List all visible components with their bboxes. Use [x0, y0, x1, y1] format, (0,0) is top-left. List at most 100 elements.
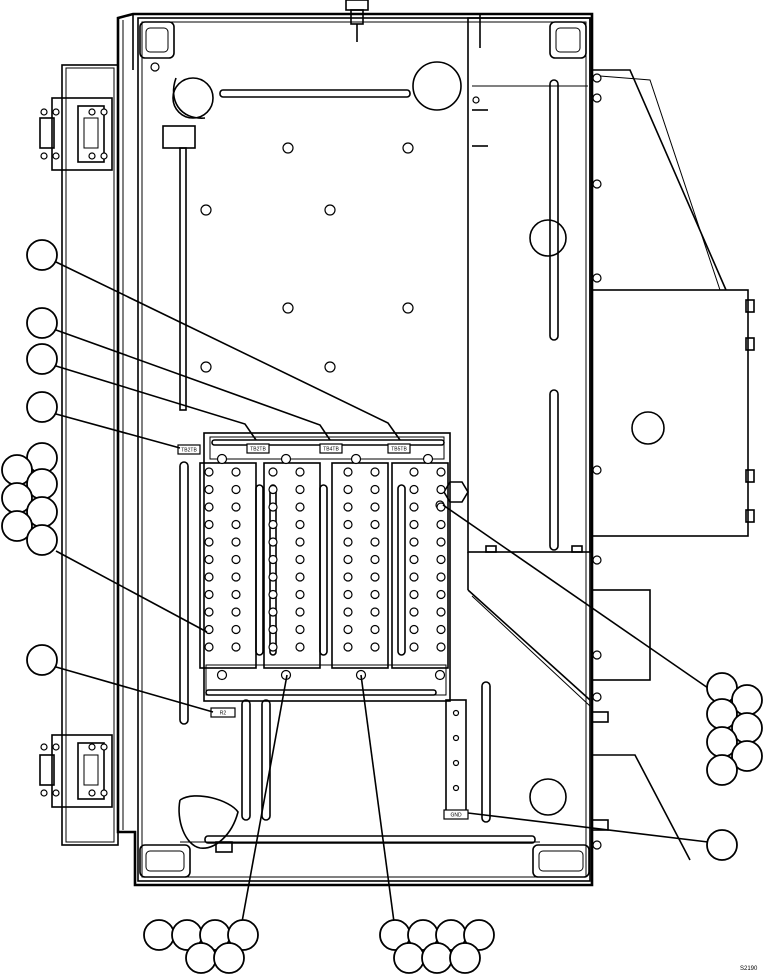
terminal-screw	[204, 467, 214, 477]
terminal-screw	[370, 519, 380, 530]
terminal-screw	[343, 607, 353, 617]
terminal-screw	[231, 572, 241, 582]
latch-rod	[150, 62, 214, 411]
terminal-screw	[370, 607, 380, 617]
terminal-screw	[409, 502, 419, 512]
terminal-screw	[436, 467, 446, 477]
svg-text:TB4TB: TB4TB	[323, 447, 339, 453]
terminal-screw	[295, 642, 305, 652]
tag-tb2-left: TB2TB	[177, 444, 201, 455]
terminal-screw	[231, 537, 241, 547]
callout-bubble	[731, 740, 763, 772]
terminal-screw	[409, 624, 419, 635]
terminal-screw	[343, 554, 353, 565]
terminal-screw	[370, 484, 380, 495]
terminal-screw	[204, 607, 214, 617]
leader-r2	[55, 666, 214, 713]
callout-bubble	[449, 942, 481, 974]
callout-bubble	[227, 919, 259, 951]
leader-right-terminal	[442, 504, 709, 689]
terminal-screw	[436, 624, 446, 635]
leader-bottom-right	[360, 674, 395, 923]
terminal-screw	[204, 537, 214, 547]
terminal-screw	[295, 537, 305, 547]
terminal-screw	[436, 484, 446, 495]
terminal-screw	[409, 467, 419, 477]
terminal-screw	[370, 537, 380, 547]
callout-bubble	[143, 919, 175, 951]
terminal-screw	[268, 607, 278, 617]
terminal-screw	[436, 537, 446, 547]
terminal-screw	[231, 624, 241, 635]
leader-bottom-left	[241, 674, 288, 923]
terminal-screw	[370, 642, 380, 652]
callout-bubble	[421, 942, 453, 974]
terminal-screw	[436, 502, 446, 512]
tag-r2: R2	[210, 707, 236, 718]
board-mount-screw	[216, 453, 228, 465]
callout-bubble	[26, 307, 58, 339]
callout-bubble	[26, 524, 58, 556]
svg-text:TB2TB: TB2TB	[181, 448, 197, 454]
figure-id: S2190	[740, 966, 758, 972]
leader-gnd	[467, 812, 709, 843]
terminal-screw	[409, 572, 419, 582]
callout-bubble	[185, 942, 217, 974]
terminal-screw	[343, 484, 353, 495]
terminal-screw	[204, 502, 214, 512]
terminal-screw	[231, 502, 241, 512]
terminal-screw	[370, 624, 380, 635]
terminal-screw	[436, 572, 446, 582]
terminal-screw	[436, 519, 446, 530]
left-hinge-assembly	[39, 64, 119, 846]
terminal-screw	[370, 572, 380, 582]
terminal-screw	[231, 467, 241, 477]
callout-bubble	[26, 343, 58, 375]
terminal-screw	[268, 519, 278, 530]
terminal-screw	[231, 484, 241, 495]
board-mount-screw	[422, 453, 434, 465]
terminal-screw	[268, 502, 278, 512]
terminal-screw	[409, 642, 419, 652]
terminal-screw	[295, 589, 305, 600]
callout-bubble	[463, 919, 495, 951]
board-mount-screw	[280, 453, 292, 465]
leader-lines	[55, 261, 709, 923]
tag-tb5: TB5TB	[387, 443, 411, 454]
leader-terminal	[55, 550, 208, 633]
enclosure	[116, 0, 594, 887]
terminal-screw	[370, 589, 380, 600]
mounting-holes	[200, 61, 567, 816]
terminal-screw	[204, 554, 214, 565]
terminal-screw	[231, 642, 241, 652]
terminal-screw	[204, 642, 214, 652]
terminal-screw	[231, 519, 241, 530]
terminal-screw	[268, 554, 278, 565]
callout-bubbles	[1, 239, 763, 974]
svg-text:GND: GND	[450, 813, 462, 819]
svg-text:TB2TB: TB2TB	[250, 447, 266, 453]
terminal-screw	[268, 589, 278, 600]
terminal-screw	[295, 572, 305, 582]
callout-bubble	[393, 942, 425, 974]
terminal-screws	[204, 453, 446, 681]
terminal-screw	[295, 554, 305, 565]
callout-bubble	[213, 942, 245, 974]
terminal-screw	[204, 572, 214, 582]
terminal-screw	[295, 484, 305, 495]
terminal-screw	[295, 502, 305, 512]
terminal-screw	[231, 554, 241, 565]
terminal-screw	[204, 484, 214, 495]
terminal-screw	[409, 589, 419, 600]
callout-bubble	[26, 239, 58, 271]
terminal-screw	[204, 589, 214, 600]
terminal-screw	[343, 589, 353, 600]
board-mount-screw	[434, 669, 446, 681]
terminal-screw	[409, 554, 419, 565]
ground-bar	[445, 699, 467, 813]
tag-tb3: TB2TB	[246, 443, 270, 454]
component-tags: TB2TB TB2TB TB4TB TB5TB R2 GND	[177, 443, 469, 820]
terminal-screw	[268, 484, 278, 495]
leader-tb5	[55, 261, 401, 441]
